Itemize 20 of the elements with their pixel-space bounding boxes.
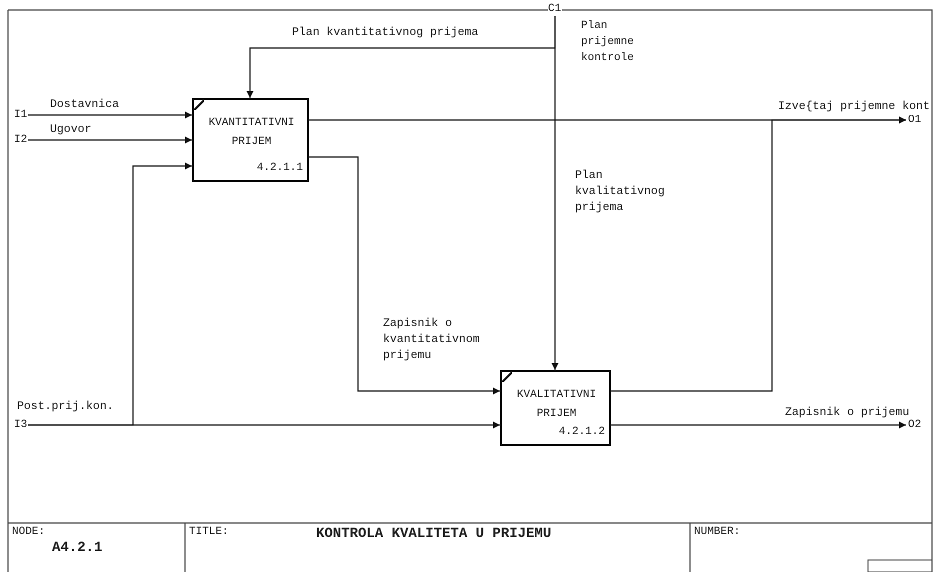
- field-caption: NODE:: [12, 525, 46, 540]
- field-caption: NUMBER:: [694, 525, 740, 540]
- process-box: [192, 98, 309, 182]
- process-box: [500, 370, 611, 446]
- activity-number: 4.2.1.2: [558, 426, 605, 438]
- node-number: A4.2.1: [52, 540, 102, 556]
- edge-label: Izve{taj prijemne kont: [778, 99, 930, 115]
- activity-number: 4.2.1.1: [256, 162, 303, 174]
- activity-name: KVALITATIVNI PRIJEM: [516, 388, 598, 422]
- activity-name: KVANTITATIVNI PRIJEM: [208, 116, 296, 150]
- arrow: [552, 16, 558, 370]
- arrow: [611, 422, 906, 428]
- arrow: [28, 112, 192, 118]
- field-caption: TITLE:: [189, 525, 229, 540]
- arrow: [28, 422, 500, 428]
- diagram-title: KONTROLA KVALITETA U PRIJEMU: [316, 526, 552, 542]
- flow-note: Plan prijemne kontrole: [581, 19, 635, 66]
- arrow: [28, 136, 192, 144]
- arrow: [309, 156, 500, 394]
- arrow: [611, 116, 906, 392]
